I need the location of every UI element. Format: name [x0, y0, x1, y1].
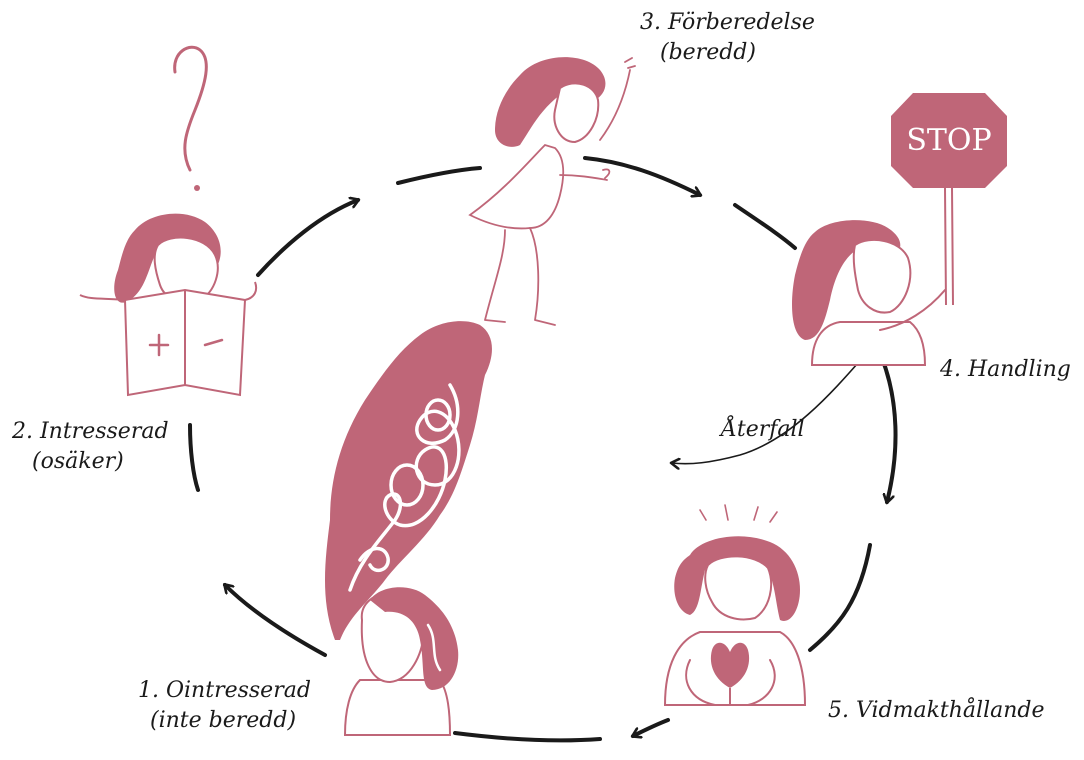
- stage-3-title: 3. Förberedelse: [640, 8, 815, 38]
- stage-5-title: 5. Vidmakthållande: [828, 696, 1045, 726]
- figure-intresserad: [80, 47, 256, 395]
- figure-3-body: [470, 145, 563, 228]
- arc-right-lower: [810, 545, 870, 650]
- relapse-arrow: [672, 355, 865, 464]
- stage-2-title: 2. Intresserad: [12, 417, 169, 447]
- stage-1-label: 1. Ointresserad (inte beredd): [138, 676, 311, 736]
- figure-ointresserad: [325, 321, 492, 735]
- figure-4-face: [854, 240, 911, 313]
- stage-1-subtitle: (inte beredd): [138, 706, 311, 736]
- figure-3-face: [554, 83, 598, 142]
- stage-5-label: 5. Vidmakthållande: [828, 696, 1045, 726]
- stage-4-title: 4. Handling: [940, 355, 1071, 385]
- arrow-4-to-5: [882, 358, 896, 502]
- arc-left-lower: [190, 425, 198, 490]
- question-mark-dot: [194, 185, 200, 191]
- stage-3-label: 3. Förberedelse (beredd): [640, 8, 815, 68]
- figure-forberedelse: [470, 57, 635, 325]
- figure-handling: STOP: [792, 93, 1007, 365]
- stop-sign-text: STOP: [906, 123, 991, 158]
- stage-2-label: 2. Intresserad (osäker): [12, 417, 169, 477]
- arc-top-right: [735, 205, 795, 248]
- arrow-5-to-1-head: [633, 720, 668, 736]
- arrow-1-to-2: [225, 585, 325, 655]
- arrow-3-to-4: [585, 158, 700, 195]
- arrow-2-to-3: [258, 200, 358, 275]
- question-mark-icon: [175, 47, 207, 170]
- figure-5-face: [705, 556, 771, 619]
- relapse-label: Återfall: [721, 415, 805, 445]
- stage-3-subtitle: (beredd): [640, 38, 815, 68]
- arc-top-left: [398, 168, 480, 183]
- stage-1-title: 1. Ointresserad: [138, 676, 311, 706]
- stage-2-subtitle: (osäker): [12, 447, 169, 477]
- newspaper-icon: [125, 290, 245, 395]
- figure-4-body: [812, 322, 925, 365]
- arc-bottom: [455, 733, 600, 740]
- figure-vidmakthallande: [665, 505, 805, 705]
- stage-4-label: 4. Handling: [940, 355, 1071, 385]
